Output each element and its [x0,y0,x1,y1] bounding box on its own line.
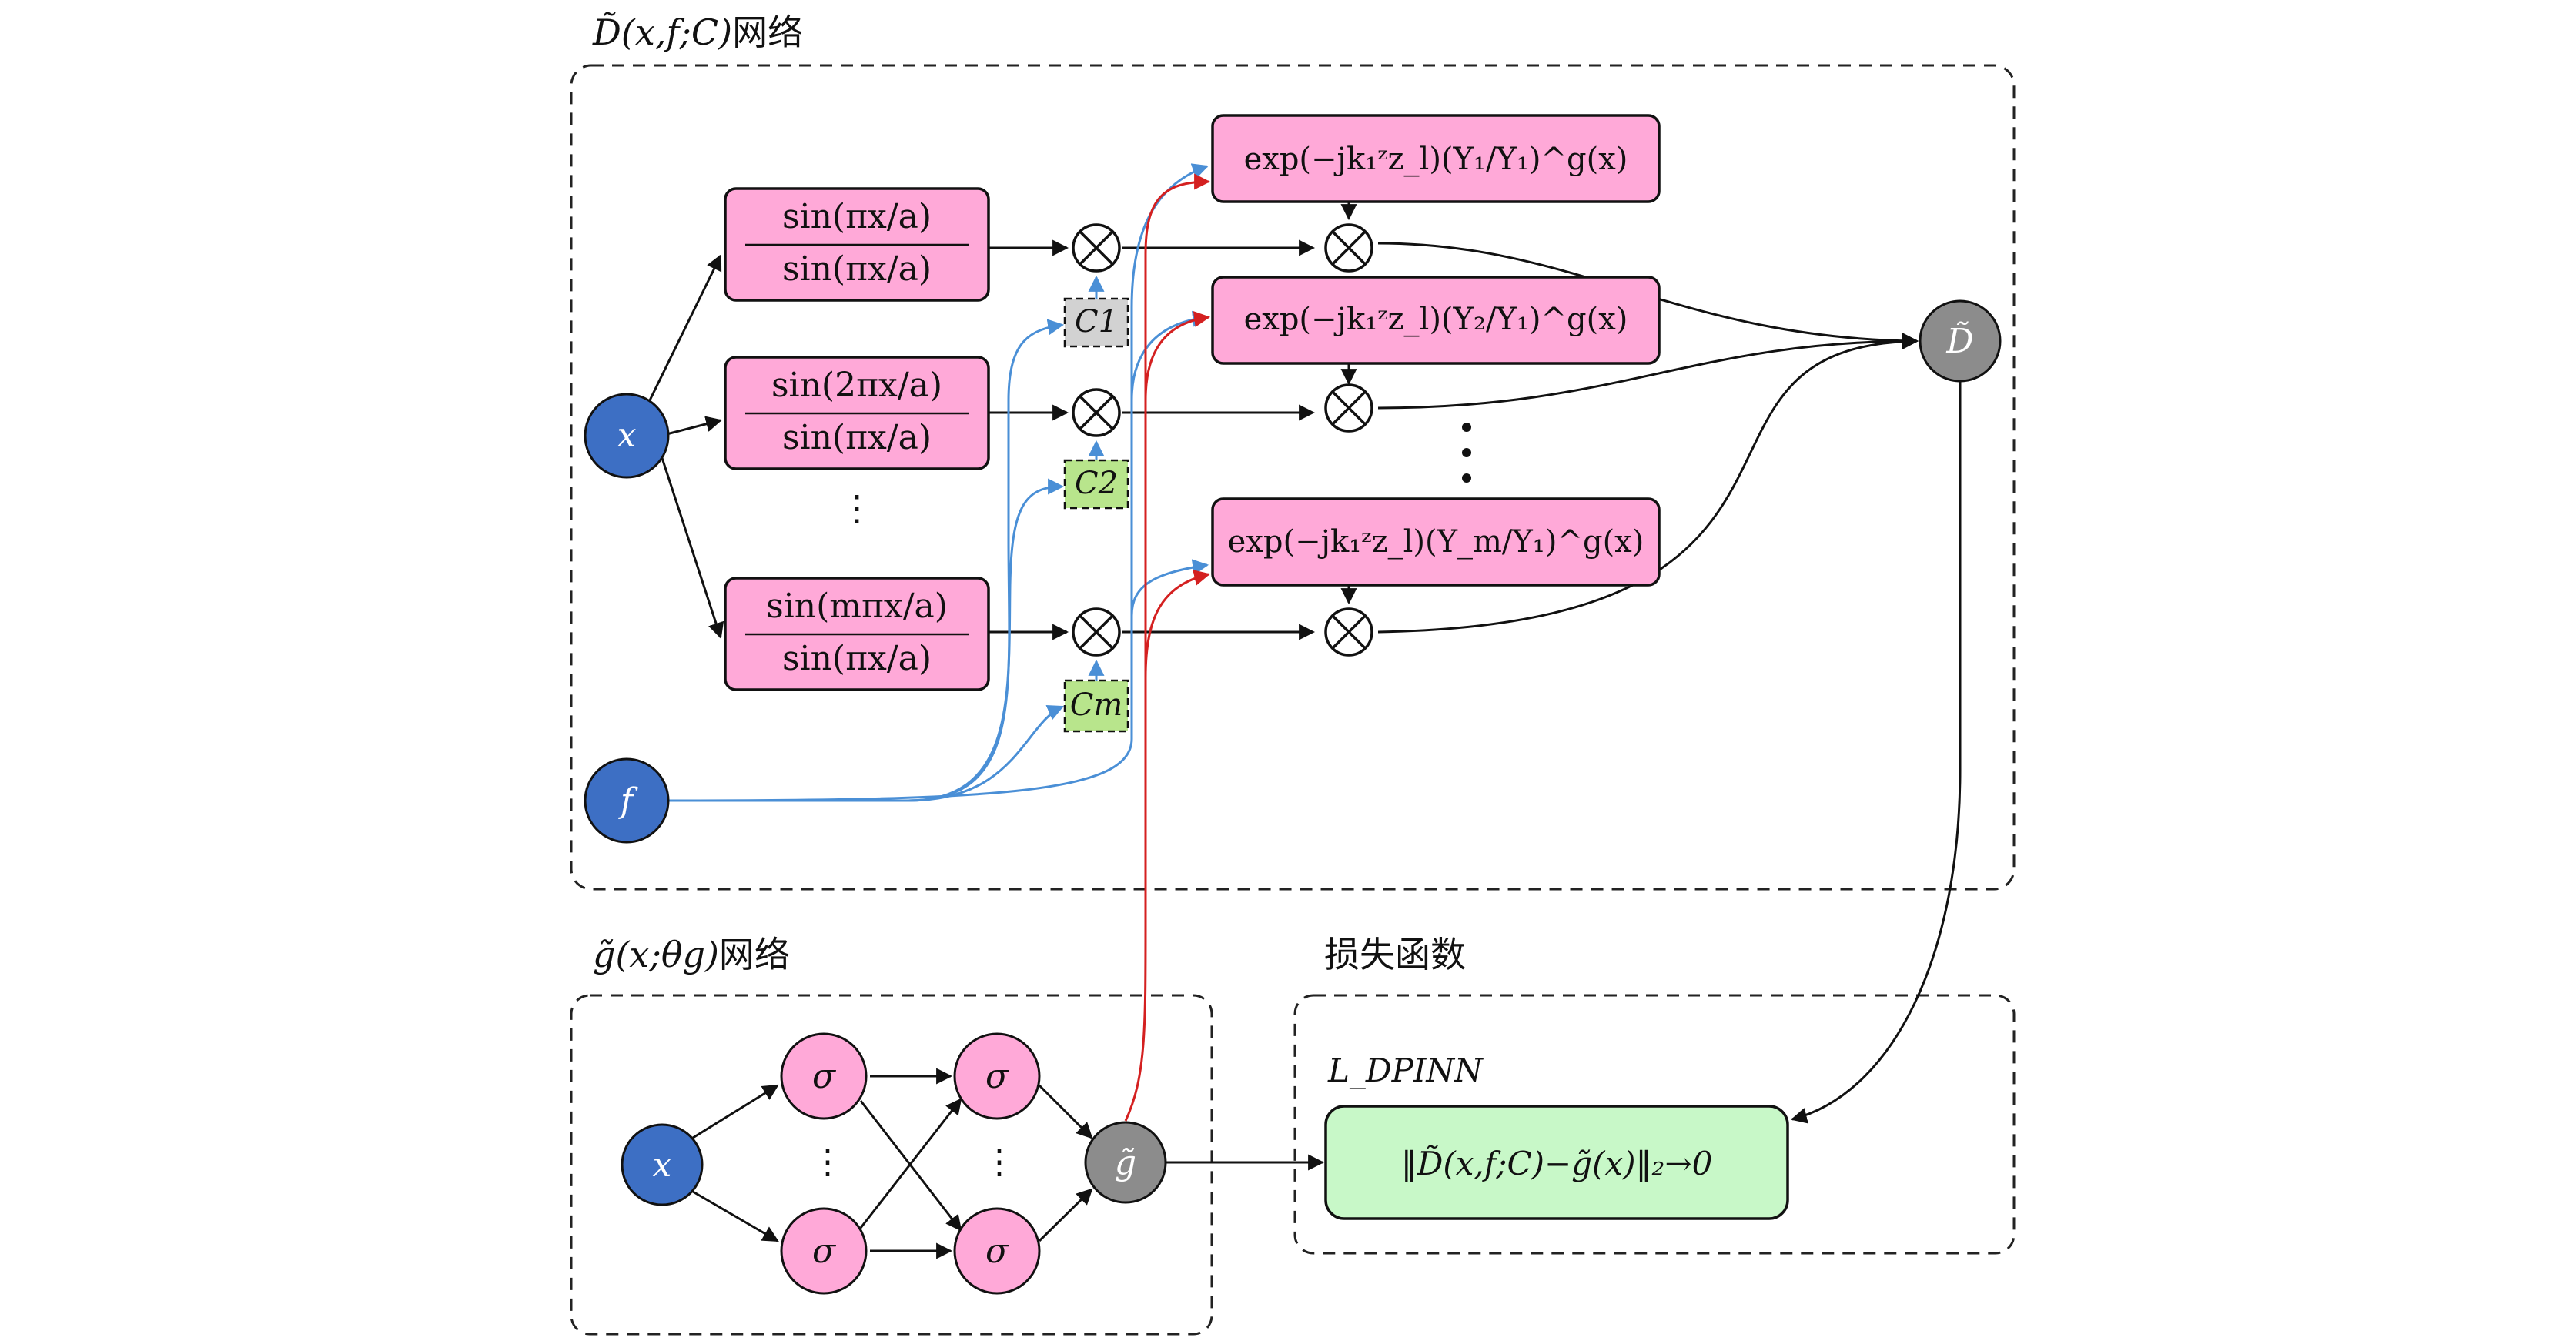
coefficient-cm: Cm [1063,679,1129,733]
svg-text:exp(−jk₁ᶻz_l)(Y_m/Y₁)^g(x): exp(−jk₁ᶻz_l)(Y_m/Y₁)^g(x) [1228,524,1644,560]
ratio-ellipsis: ⋮ [839,487,875,529]
svg-text:exp(−jk₁ᶻz_l)(Y₂/Y₁)^g(x): exp(−jk₁ᶻz_l)(Y₂/Y₁)^g(x) [1244,302,1628,337]
hidden-ellipsis-2: ⋮ [982,1142,1016,1182]
hidden-node-3: σ [953,1032,1041,1120]
multiplier-node-1 [1072,223,1121,273]
g-output-edges [1124,173,1211,1122]
input-node-f: f [584,757,670,844]
g-input-node: x [621,1123,704,1206]
exp-box-m: exp(−jk₁ᶻz_l)(Y_m/Y₁)^g(x) [1211,497,1661,587]
svg-text:sin(2πx/a): sin(2πx/a) [771,366,942,405]
multiplier-node-exp-1 [1324,223,1373,273]
svg-text:sin(πx/a): sin(πx/a) [782,249,932,289]
svg-text:σ: σ [985,1057,1010,1096]
ratio-box-m: sin(mπx/a) sin(πx/a) [724,577,990,691]
svg-text:C2: C2 [1075,466,1118,501]
multiplier-node-2 [1072,388,1121,437]
svg-text:x: x [653,1145,672,1185]
multiplier-node-m [1072,607,1121,657]
multiplier-node-exp-2 [1324,383,1373,433]
g-network-title: g̃(x;θg)网络 [593,934,790,975]
hidden-ellipsis-1: ⋮ [811,1142,845,1182]
loss-section: 损失函数 L_DPINN ‖D̃(x,f;C)−g̃(x)‖₂→0 [1166,382,2016,1255]
g-network-frame [570,994,1213,1336]
x-to-ratio-edges [647,254,724,639]
hidden-node-2: σ [780,1207,868,1295]
loss-frame [1293,994,2016,1255]
svg-text:σ: σ [812,1232,837,1271]
svg-text:‖D̃(x,f;C)−g̃(x)‖₂→0: ‖D̃(x,f;C)−g̃(x)‖₂→0 [1401,1144,1713,1182]
svg-text:sin(πx/a): sin(πx/a) [782,639,932,678]
g-network-edges [692,1068,1093,1259]
coefficient-c2: C2 [1063,459,1129,510]
svg-text:σ: σ [985,1232,1010,1271]
output-node-d: D̃ [1919,299,2002,383]
d-to-loss-edge [1790,382,1962,1124]
g-output-node: g̃ [1084,1121,1167,1204]
coefficient-c1: C1 [1063,297,1129,348]
input-node-x: x [584,393,670,479]
g-network: g̃(x;θg)网络 x σ σ σ [570,934,1213,1336]
svg-text:D̃: D̃ [1945,320,1973,361]
exp-box-2: exp(−jk₁ᶻz_l)(Y₂/Y₁)^g(x) [1211,276,1661,365]
d-network-frame [570,64,2016,891]
ratio-to-mult-edges [989,239,1316,640]
loss-title: 损失函数 [1324,934,1466,975]
d-network: D̃(x,f;C)网络 [570,12,2016,1122]
ratio-box-1: sin(πx/a) sin(πx/a) [724,187,990,302]
svg-text:g̃: g̃ [1115,1143,1136,1182]
exp-box-1: exp(−jk₁ᶻz_l)(Y₁/Y₁)^g(x) [1211,114,1661,203]
loss-expression-box: ‖D̃(x,f;C)−g̃(x)‖₂→0 [1324,1105,1789,1220]
svg-text:C1: C1 [1075,304,1118,339]
hidden-node-4: σ [953,1207,1041,1295]
ratio-box-2: sin(2πx/a) sin(πx/a) [724,356,990,470]
svg-text:x: x [617,416,637,455]
svg-text:sin(mπx/a): sin(mπx/a) [766,587,948,626]
svg-text:sin(πx/a): sin(πx/a) [782,418,932,457]
svg-text:Cm: Cm [1070,687,1123,723]
exp-ellipsis [1462,423,1471,483]
multiplier-node-exp-m [1324,607,1373,657]
d-network-title: D̃(x,f;C)网络 [592,12,803,53]
hidden-node-1: σ [780,1032,868,1120]
loss-label: L_DPINN [1327,1052,1484,1089]
svg-text:sin(πx/a): sin(πx/a) [782,197,932,236]
svg-text:σ: σ [812,1057,837,1096]
svg-text:exp(−jk₁ᶻz_l)(Y₁/Y₁)^g(x): exp(−jk₁ᶻz_l)(Y₁/Y₁)^g(x) [1244,142,1628,177]
